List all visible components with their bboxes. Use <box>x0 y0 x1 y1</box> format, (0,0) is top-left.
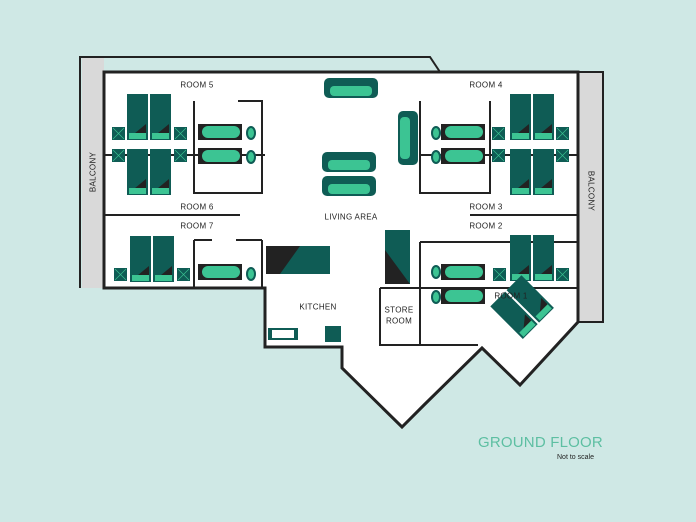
balcony-right <box>577 71 604 323</box>
sofa <box>324 78 378 98</box>
dining-table-2 <box>385 230 410 284</box>
floor-outline <box>102 70 580 430</box>
label-living-area: LIVING AREA <box>324 212 378 222</box>
label-store: STORE <box>384 305 414 315</box>
label-room2: ROOM 2 <box>469 221 503 231</box>
label-room1: ROOM 1 <box>494 291 528 301</box>
dining-table <box>266 246 330 274</box>
label-balcony-left: BALCONY <box>88 151 98 193</box>
floor-title: GROUND FLOOR <box>478 434 603 451</box>
label-balcony-right: BALCONY <box>586 170 596 212</box>
label-room5: ROOM 5 <box>180 80 214 90</box>
label-kitchen: KITCHEN <box>299 302 337 312</box>
label-store-room: ROOM <box>385 316 413 326</box>
label-room3: ROOM 3 <box>469 202 503 212</box>
label-room4: ROOM 4 <box>469 80 503 90</box>
label-room7: ROOM 7 <box>180 221 214 231</box>
scale-note: Not to scale <box>557 454 594 461</box>
balcony-left <box>82 57 104 288</box>
label-room6: ROOM 6 <box>180 202 214 212</box>
